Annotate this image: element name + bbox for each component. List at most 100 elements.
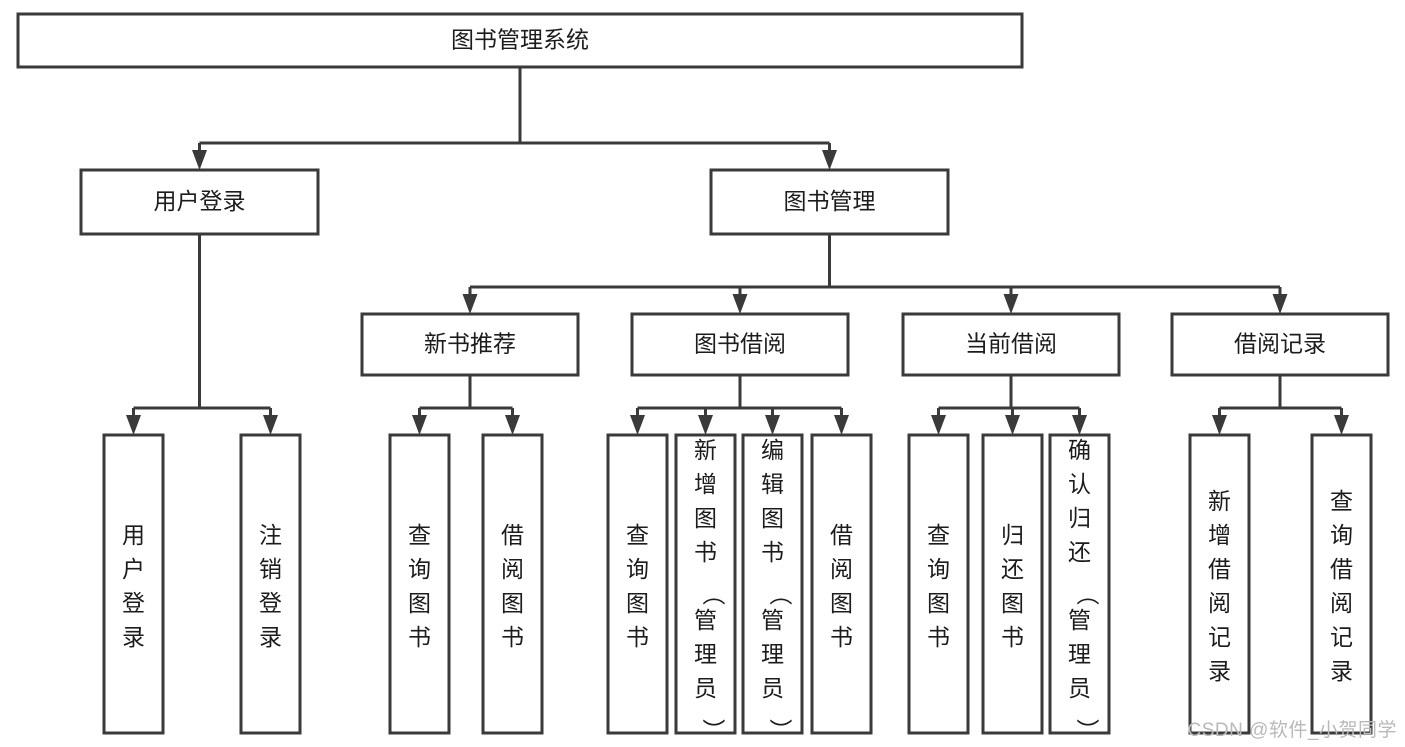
svg-text:归: 归 bbox=[1001, 522, 1024, 548]
node-box[interactable] bbox=[630, 312, 850, 377]
node-box[interactable] bbox=[481, 433, 544, 735]
node-box[interactable] bbox=[709, 168, 950, 236]
svg-text:员: 员 bbox=[761, 675, 784, 701]
node-box[interactable] bbox=[901, 312, 1121, 377]
svg-text:询: 询 bbox=[1330, 522, 1353, 548]
arrow-head-icon bbox=[1003, 294, 1019, 314]
svg-text:录: 录 bbox=[1208, 658, 1231, 684]
svg-text:理: 理 bbox=[761, 641, 784, 667]
arrow-head-icon bbox=[1334, 415, 1349, 435]
svg-text:还: 还 bbox=[1001, 556, 1024, 582]
svg-text:图: 图 bbox=[626, 590, 649, 616]
svg-text:登: 登 bbox=[259, 590, 282, 616]
node-l3-new-book-rec[interactable]: 新书推荐 bbox=[360, 312, 580, 377]
arrow-head-icon bbox=[412, 415, 427, 435]
svg-text:阅: 阅 bbox=[1208, 590, 1231, 616]
svg-text:销: 销 bbox=[259, 556, 282, 582]
arrow-head-icon bbox=[192, 150, 207, 170]
svg-text:借: 借 bbox=[830, 522, 853, 548]
node-box[interactable] bbox=[674, 433, 737, 735]
node-label: 图书管理 bbox=[784, 188, 876, 214]
arrow-head-icon bbox=[630, 415, 645, 435]
node-l3-loan-record[interactable]: 借阅记录 bbox=[1170, 312, 1390, 377]
node-label: 图书管理系统 bbox=[451, 27, 589, 53]
arrow-head-icon bbox=[1072, 415, 1087, 435]
node-label: 借阅记录 bbox=[1234, 331, 1326, 357]
svg-text:书: 书 bbox=[408, 624, 431, 650]
node-box[interactable] bbox=[810, 433, 873, 735]
node-box[interactable] bbox=[360, 312, 580, 377]
svg-text:图: 图 bbox=[830, 590, 853, 616]
node-box[interactable] bbox=[1188, 433, 1251, 735]
arrow-head-icon bbox=[822, 150, 837, 170]
svg-text:询: 询 bbox=[927, 556, 950, 582]
svg-text:归: 归 bbox=[1068, 505, 1091, 531]
svg-text:书: 书 bbox=[761, 539, 784, 565]
svg-text:查: 查 bbox=[927, 522, 950, 548]
node-leaf-user-login[interactable]: 用户登录 bbox=[102, 433, 165, 735]
node-box[interactable] bbox=[79, 168, 320, 236]
arrow-head-icon bbox=[1272, 294, 1288, 314]
arrow-head-icon bbox=[765, 415, 780, 435]
node-l3-current-loan[interactable]: 当前借阅 bbox=[901, 312, 1121, 377]
node-box[interactable] bbox=[16, 12, 1024, 69]
svg-text:阅: 阅 bbox=[501, 556, 524, 582]
svg-text:管: 管 bbox=[694, 607, 717, 633]
svg-text:确: 确 bbox=[1068, 437, 1091, 463]
node-box[interactable] bbox=[102, 433, 165, 735]
arrow-head-icon bbox=[505, 415, 520, 435]
svg-text:书: 书 bbox=[1001, 624, 1024, 650]
node-l2-book-manage[interactable]: 图书管理 bbox=[709, 168, 950, 236]
svg-text:录: 录 bbox=[1330, 658, 1353, 684]
edge-layer bbox=[126, 67, 1349, 435]
node-box[interactable] bbox=[1310, 433, 1373, 735]
node-root[interactable]: 图书管理系统 bbox=[16, 12, 1024, 69]
node-box[interactable] bbox=[239, 433, 302, 735]
svg-text:阅: 阅 bbox=[830, 556, 853, 582]
node-box[interactable] bbox=[741, 433, 804, 735]
svg-text:记: 记 bbox=[1330, 624, 1353, 650]
node-box[interactable] bbox=[388, 433, 451, 735]
node-l3-book-borrow[interactable]: 图书借阅 bbox=[630, 312, 850, 377]
svg-text:编: 编 bbox=[761, 437, 784, 463]
arrow-head-icon bbox=[462, 294, 478, 314]
node-box[interactable] bbox=[981, 433, 1044, 735]
svg-text:查: 查 bbox=[1330, 488, 1353, 514]
node-box[interactable] bbox=[606, 433, 669, 735]
svg-text:）: ） bbox=[768, 719, 794, 742]
svg-text:增: 增 bbox=[694, 471, 717, 497]
svg-text:借: 借 bbox=[1208, 556, 1231, 582]
node-box[interactable] bbox=[1048, 433, 1111, 735]
watermark-label: CSDN @软件_小贺同学 bbox=[1187, 720, 1397, 741]
node-box[interactable] bbox=[1170, 312, 1390, 377]
node-l2-user-login[interactable]: 用户登录 bbox=[79, 168, 320, 236]
svg-text:辑: 辑 bbox=[761, 471, 784, 497]
node-label: 新书推荐 bbox=[424, 331, 516, 357]
svg-text:新: 新 bbox=[1208, 488, 1231, 514]
svg-text:询: 询 bbox=[626, 556, 649, 582]
arrow-head-icon bbox=[1212, 415, 1227, 435]
node-box[interactable] bbox=[907, 433, 970, 735]
svg-text:图: 图 bbox=[927, 590, 950, 616]
svg-text:阅: 阅 bbox=[1330, 590, 1353, 616]
svg-text:查: 查 bbox=[408, 522, 431, 548]
